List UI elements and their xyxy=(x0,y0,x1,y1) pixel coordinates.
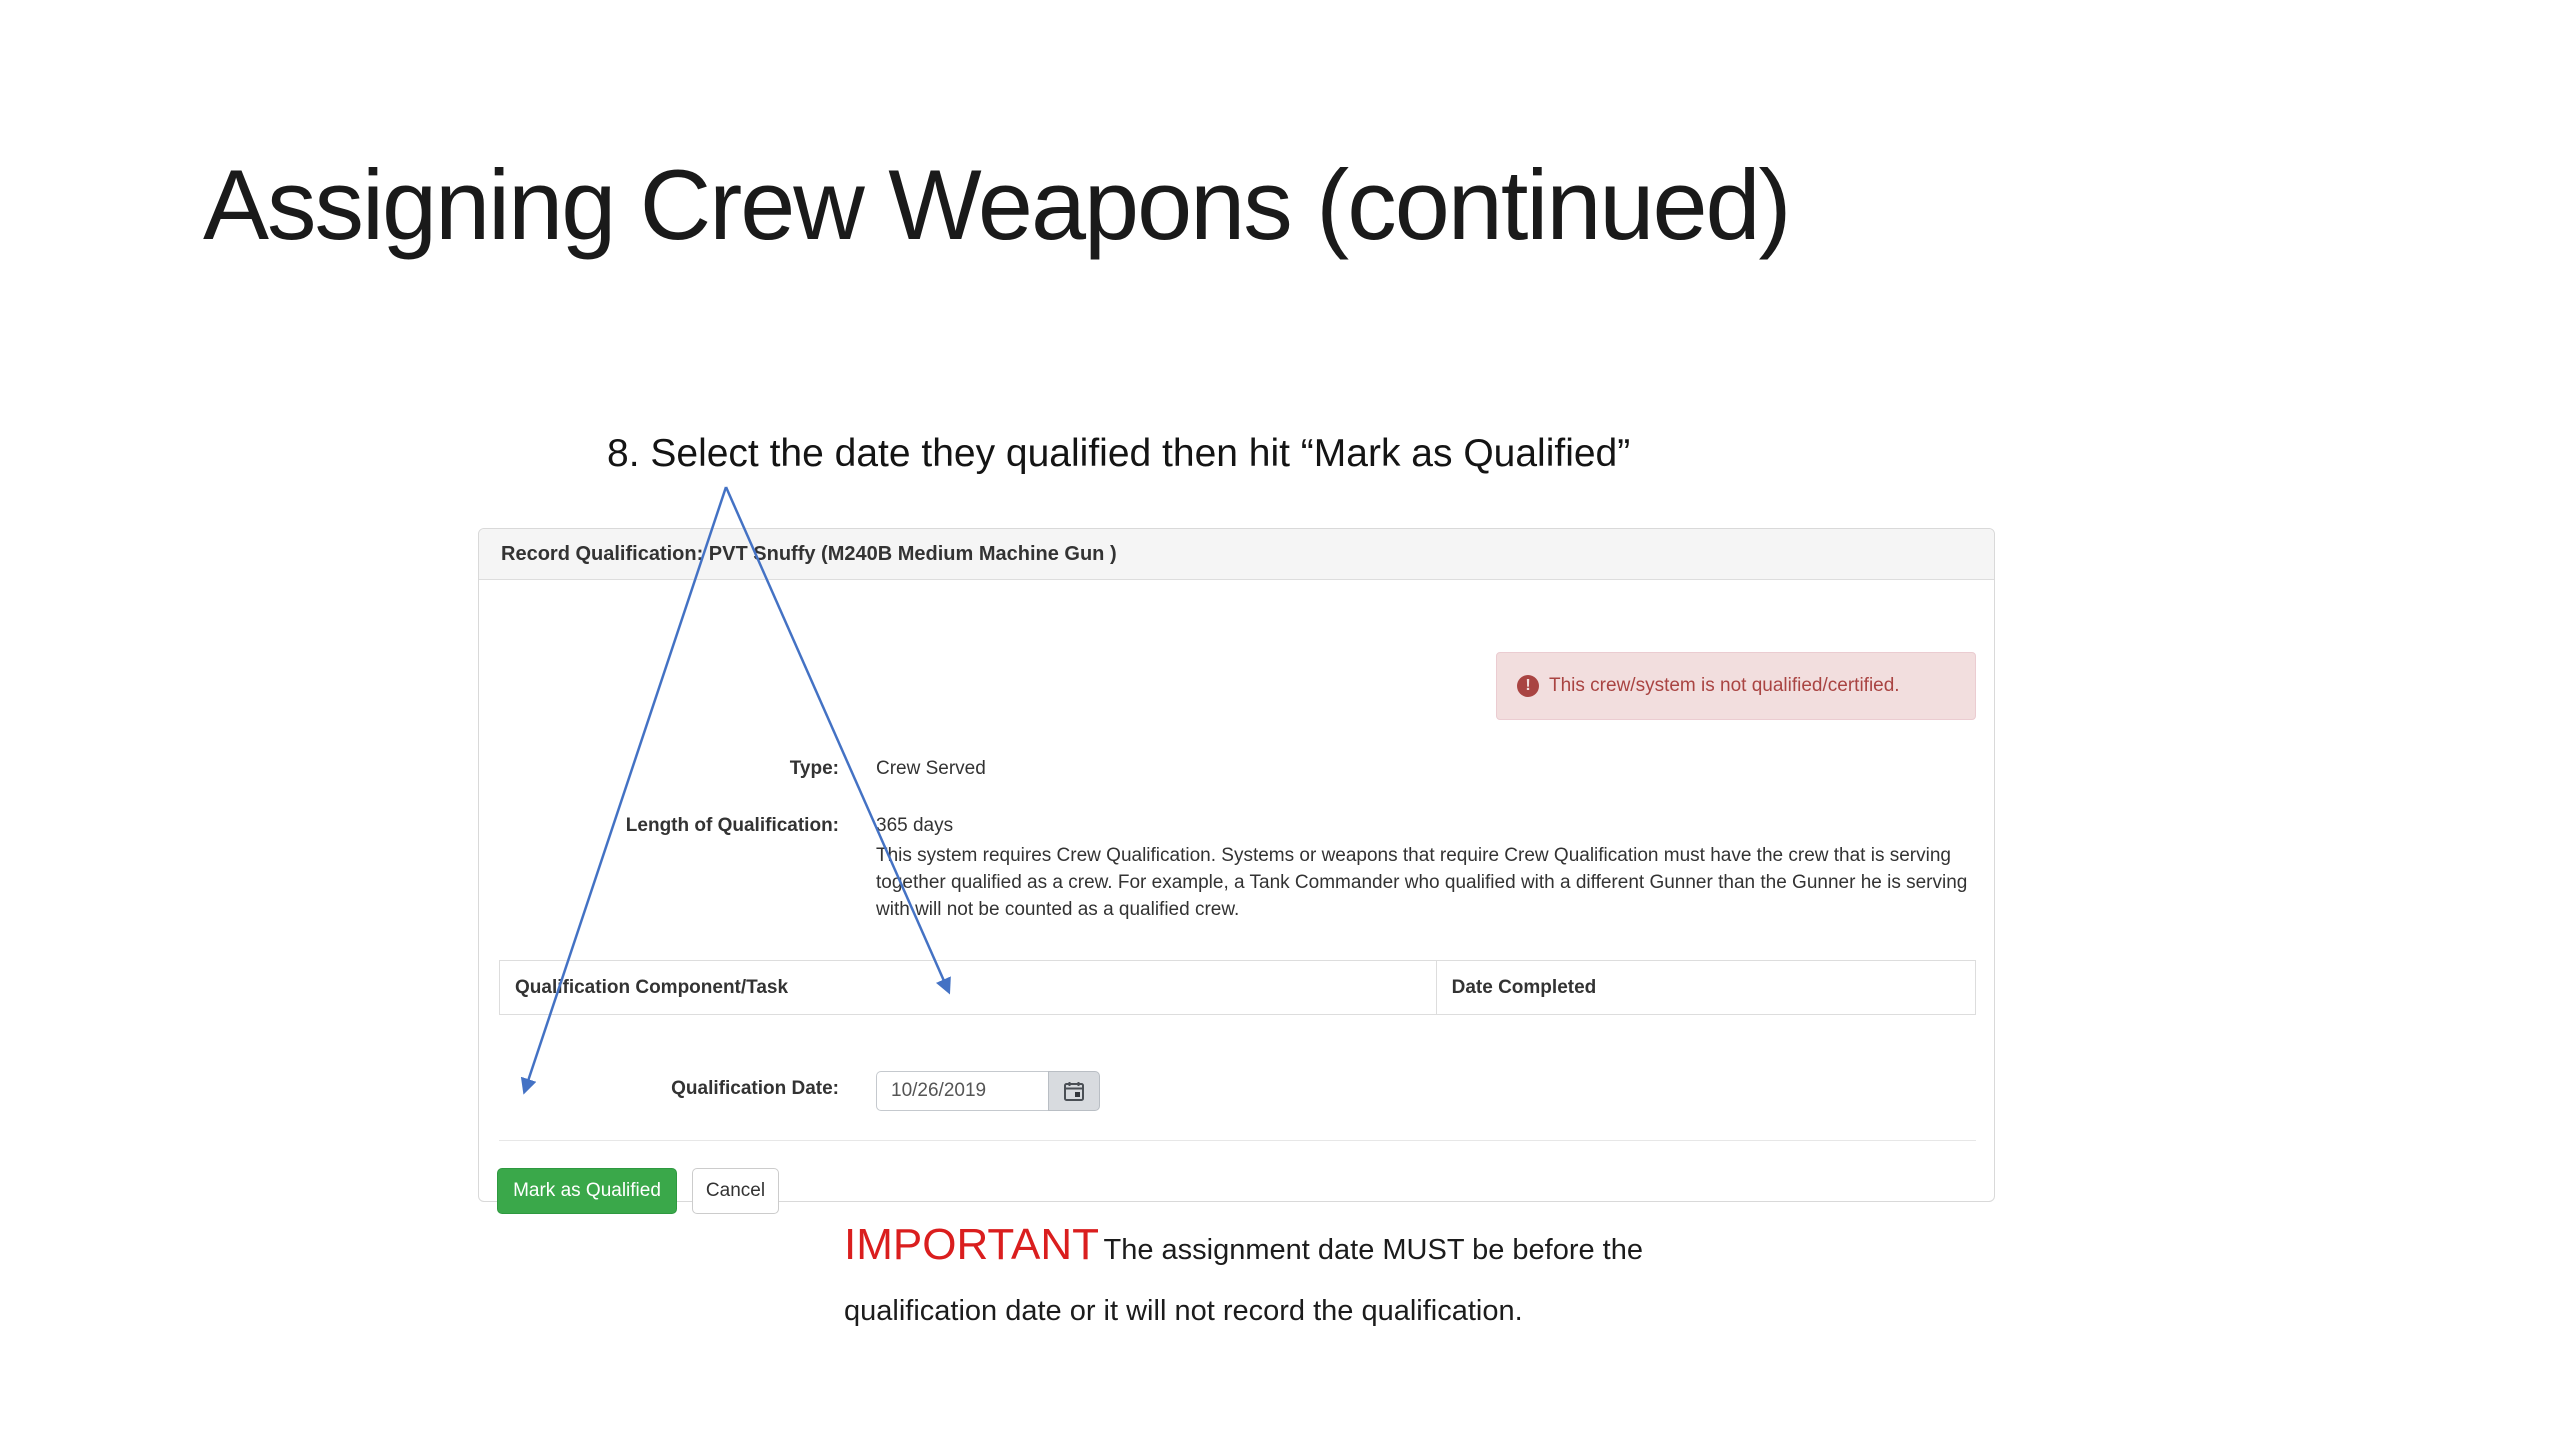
length-of-qualification-label: Length of Qualification: xyxy=(625,815,839,836)
calendar-picker-button[interactable] xyxy=(1048,1070,1100,1111)
calendar-icon xyxy=(1064,1081,1084,1101)
crew-qualification-description: This system requires Crew Qualification.… xyxy=(876,845,1968,920)
step-instruction: 8. Select the date they qualified then h… xyxy=(607,432,1631,475)
length-of-qualification-value: 365 days xyxy=(876,815,954,836)
qualification-components-table: Qualification Component/Task Date Comple… xyxy=(499,960,1976,1015)
panel-body: ! This crew/system is not qualified/cert… xyxy=(479,580,1994,1214)
not-qualified-alert: ! This crew/system is not qualified/cert… xyxy=(1496,652,1976,720)
qualification-date-input[interactable] xyxy=(876,1070,1048,1111)
date-input-group xyxy=(876,1070,1100,1111)
important-label: IMPORTANT xyxy=(844,1220,1100,1269)
panel-header-title: Record Qualification: PVT Snuffy (M240B … xyxy=(479,529,1994,580)
page-title: Assigning Crew Weapons (continued) xyxy=(203,149,1792,260)
exclamation-circle-icon: ! xyxy=(1517,675,1539,697)
record-qualification-panel: Record Qualification: PVT Snuffy (M240B … xyxy=(478,528,1995,1214)
type-row: Type: Crew Served xyxy=(479,758,1994,780)
type-label: Type: xyxy=(789,758,839,779)
qualification-date-label: Qualification Date: xyxy=(671,1078,839,1099)
column-header-date-completed: Date Completed xyxy=(1451,976,1597,998)
type-value: Crew Served xyxy=(876,758,986,779)
qualification-date-row: Qualification Date: xyxy=(479,1066,1994,1112)
column-header-component-task: Qualification Component/Task xyxy=(500,961,1437,1014)
important-note-line1: The assignment date MUST be before the xyxy=(1103,1234,1644,1266)
important-note-line2: qualification date or it will not record… xyxy=(844,1295,1523,1327)
button-area-divider xyxy=(499,1140,1976,1141)
length-of-qualification-row: Length of Qualification: 365 days xyxy=(479,815,1994,837)
cancel-button[interactable]: Cancel xyxy=(692,1168,779,1214)
important-note: IMPORTANT The assignment date MUST be be… xyxy=(844,1216,1704,1344)
mark-as-qualified-button[interactable]: Mark as Qualified xyxy=(497,1168,677,1214)
alert-text: This crew/system is not qualified/certif… xyxy=(1549,675,1900,696)
